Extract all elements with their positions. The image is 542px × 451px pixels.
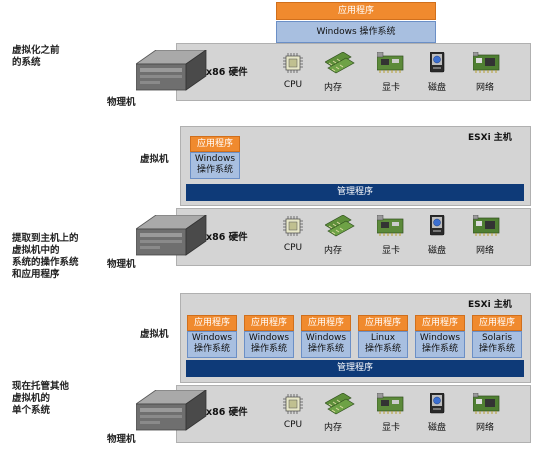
row1-gpu-icon bbox=[377, 52, 404, 74]
row3-hardware-band bbox=[176, 385, 531, 443]
row3-ram-label: 内存 bbox=[323, 423, 342, 433]
row3-vm-4-app: 应用程序 bbox=[358, 315, 408, 331]
row1-cpu-icon bbox=[283, 53, 303, 73]
row1-hardware-band bbox=[176, 43, 531, 101]
row3-vm-label: 虚拟机 bbox=[140, 329, 169, 340]
row3-vm-5-os: Windows 操作系统 bbox=[415, 331, 465, 358]
row3-ram-icon bbox=[325, 393, 355, 415]
row3-net-icon bbox=[473, 393, 500, 415]
row3-vm-5: 应用程序 Windows 操作系统 bbox=[415, 315, 465, 358]
row3-hypervisor-bar: 管理程序 bbox=[186, 360, 524, 377]
row1-net-icon bbox=[473, 52, 500, 74]
row1-hw-label: x86 硬件 bbox=[206, 67, 248, 78]
row3-vm-4: 应用程序 Linux 操作系统 bbox=[358, 315, 408, 358]
row2-gpu-label: 显卡 bbox=[381, 246, 400, 256]
row2-gpu-icon bbox=[377, 215, 404, 237]
row1-os-box: Windows 操作系统 bbox=[276, 21, 436, 43]
row2-caption: 提取到主机上的 虚拟机中的 系统的操作系统 和应用程序 bbox=[12, 233, 79, 280]
row2-esxi-label: ESXi 主机 bbox=[468, 133, 512, 143]
row1-disk-label: 磁盘 bbox=[427, 83, 446, 93]
row1-caption: 虚拟化之前 的系统 bbox=[12, 45, 60, 68]
row1-server-icon bbox=[136, 50, 207, 91]
row3-vm-1-os: Windows 操作系统 bbox=[187, 331, 237, 358]
row1-net-label: 网络 bbox=[475, 83, 494, 93]
row1-ram-label: 内存 bbox=[323, 83, 342, 93]
row3-net-label: 网络 bbox=[475, 423, 494, 433]
row3-gpu-icon bbox=[377, 393, 404, 415]
row2-ram-label: 内存 bbox=[323, 246, 342, 256]
row2-vm: 应用程序 Windows 操作系统 bbox=[190, 136, 240, 179]
row3-disk-icon bbox=[430, 393, 445, 414]
row3-vm-3-app: 应用程序 bbox=[301, 315, 351, 331]
row2-vm-label: 虚拟机 bbox=[140, 154, 169, 165]
row2-server-icon bbox=[136, 215, 207, 256]
row2-disk-icon bbox=[430, 215, 445, 236]
row2-disk-label: 磁盘 bbox=[427, 246, 446, 256]
row3-vm-6-os: Solaris 操作系统 bbox=[472, 331, 522, 358]
row2-net-icon bbox=[473, 215, 500, 237]
row1-gpu-label: 显卡 bbox=[381, 83, 400, 93]
row3-server-icon bbox=[136, 390, 207, 431]
row1-disk-icon bbox=[430, 52, 445, 73]
row2-cpu-label: CPU bbox=[283, 243, 303, 253]
row2-hardware-band bbox=[176, 208, 531, 266]
row2-physical-label: 物理机 bbox=[107, 259, 136, 270]
row3-hw-label: x86 硬件 bbox=[206, 407, 248, 418]
row2-vm-os: Windows 操作系统 bbox=[190, 152, 240, 179]
row3-gpu-label: 显卡 bbox=[381, 423, 400, 433]
row2-hypervisor-bar: 管理程序 bbox=[186, 184, 524, 201]
row3-vm-1: 应用程序 Windows 操作系统 bbox=[187, 315, 237, 358]
row3-vm-1-app: 应用程序 bbox=[187, 315, 237, 331]
row2-hw-label: x86 硬件 bbox=[206, 232, 248, 243]
row3-physical-label: 物理机 bbox=[107, 434, 136, 445]
row3-cpu-icon bbox=[283, 394, 303, 414]
row2-vm-app: 应用程序 bbox=[190, 136, 240, 152]
row3-vm-6: 应用程序 Solaris 操作系统 bbox=[472, 315, 522, 358]
row3-vm-2-app: 应用程序 bbox=[244, 315, 294, 331]
row3-vm-6-app: 应用程序 bbox=[472, 315, 522, 331]
row2-ram-icon bbox=[325, 215, 355, 237]
row1-physical-label: 物理机 bbox=[107, 97, 136, 108]
row3-vm-2: 应用程序 Windows 操作系统 bbox=[244, 315, 294, 358]
row1-ram-icon bbox=[325, 52, 355, 74]
row3-vm-4-os: Linux 操作系统 bbox=[358, 331, 408, 358]
row3-vm-2-os: Windows 操作系统 bbox=[244, 331, 294, 358]
row2-cpu-icon bbox=[283, 216, 303, 236]
row3-disk-label: 磁盘 bbox=[427, 423, 446, 433]
row2-net-label: 网络 bbox=[475, 246, 494, 256]
row3-cpu-label: CPU bbox=[283, 420, 303, 430]
row3-vm-3-os: Windows 操作系统 bbox=[301, 331, 351, 358]
row3-esxi-label: ESXi 主机 bbox=[468, 300, 512, 310]
row3-vm-5-app: 应用程序 bbox=[415, 315, 465, 331]
row1-app-box: 应用程序 bbox=[276, 2, 436, 20]
row3-caption: 现在托管其他 虚拟机的 单个系统 bbox=[12, 381, 70, 416]
row1-cpu-label: CPU bbox=[283, 80, 303, 90]
row3-vm-3: 应用程序 Windows 操作系统 bbox=[301, 315, 351, 358]
